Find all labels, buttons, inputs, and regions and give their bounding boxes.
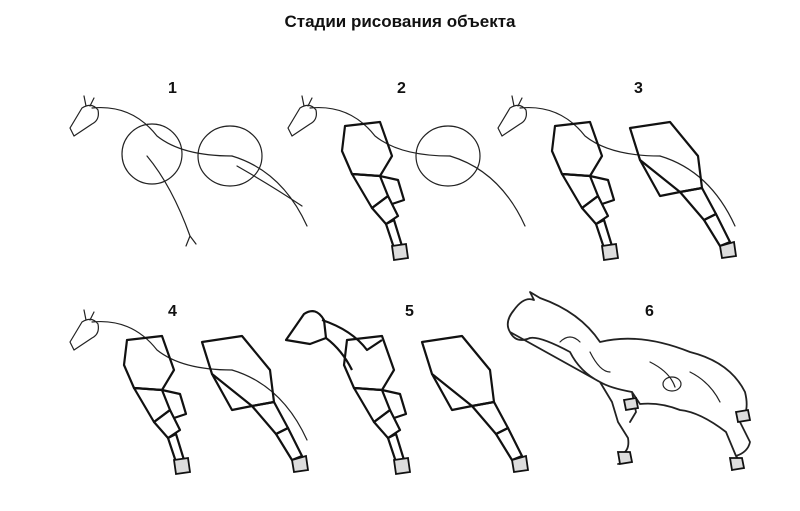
stage-label-5: 5: [405, 303, 414, 320]
stage-6-horse: [506, 291, 752, 472]
stage-5-sketch: [284, 309, 530, 476]
stage-1-sketch: [69, 95, 308, 247]
stage-label-4: 4: [168, 303, 177, 320]
stage-label-3: 3: [634, 80, 643, 97]
stage-2-sketch: [287, 95, 526, 262]
stage-4-sketch: [69, 309, 310, 476]
stage-label-2: 2: [397, 80, 406, 97]
stage-3-sketch: [497, 95, 738, 262]
page-title: Стадии рисования объекта: [284, 12, 516, 31]
stage-label-6: 6: [645, 303, 654, 320]
stage-label-1: 1: [168, 80, 177, 97]
